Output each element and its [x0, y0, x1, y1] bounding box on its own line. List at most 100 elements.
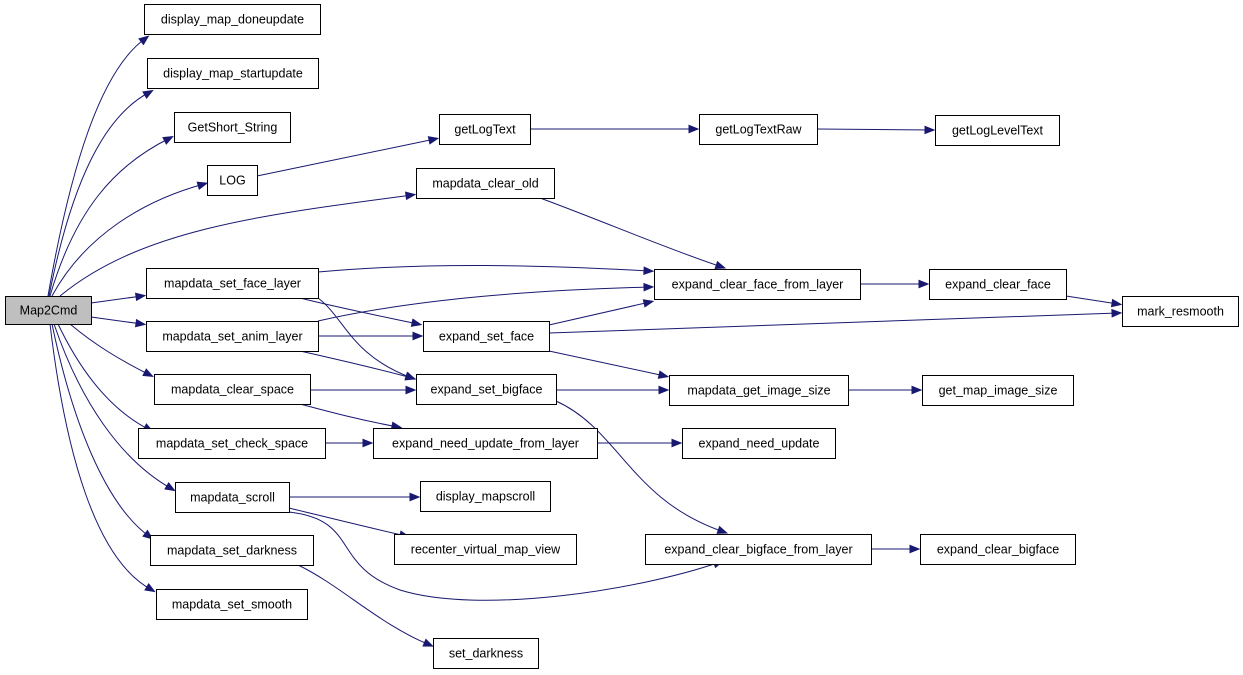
node-expand-need-update-from-layer[interactable]: expand_need_update_from_layer: [373, 428, 598, 459]
node-map2cmd[interactable]: Map2Cmd: [5, 296, 92, 325]
edge-map2cmd-to-dmd: [47, 35, 150, 297]
edge-mco-to-ecffl: [539, 197, 727, 270]
node-mark-resmooth[interactable]: mark_resmooth: [1122, 296, 1239, 327]
node-box[interactable]: [645, 534, 872, 565]
edge-line: [317, 264, 651, 273]
edge-map2cmd-to-msd: [51, 323, 154, 540]
edge-ecbfl-to-ecbf: [871, 544, 921, 554]
node-getshort-string[interactable]: GetShort_String: [174, 112, 291, 143]
node-box[interactable]: [150, 535, 314, 566]
edge-arrowhead: [134, 292, 147, 302]
edge-line: [299, 350, 413, 379]
node-display-map-doneupdate[interactable]: display_map_doneupdate: [144, 4, 321, 35]
node-mapdata-set-check-space[interactable]: mapdata_set_check_space: [138, 428, 326, 459]
node-box[interactable]: [147, 58, 319, 89]
edge-line: [51, 183, 205, 297]
node-expand-set-bigface[interactable]: expand_set_bigface: [416, 374, 557, 405]
node-box[interactable]: [156, 589, 308, 620]
edge-log-to-glt: [256, 136, 440, 177]
node-expand-clear-bigface-from-layer[interactable]: expand_clear_bigface_from_layer: [645, 534, 872, 565]
node-box[interactable]: [420, 481, 551, 512]
node-box[interactable]: [654, 269, 861, 300]
node-box[interactable]: [207, 165, 258, 196]
node-label: mapdata_set_check_space: [156, 437, 308, 451]
edge-arrowhead: [911, 385, 923, 395]
edge-msc-to-rvmv: [288, 507, 411, 539]
edge-line: [256, 138, 436, 177]
node-box[interactable]: [433, 638, 539, 669]
node-getlogleveltext[interactable]: getLogLevelText: [935, 115, 1060, 146]
node-box[interactable]: [1122, 296, 1239, 327]
node-label: recenter_virtual_map_view: [411, 543, 561, 557]
node-set-darkness[interactable]: set_darkness: [433, 638, 539, 669]
node-box[interactable]: [175, 482, 290, 513]
node-expand-clear-bigface[interactable]: expand_clear_bigface: [920, 534, 1076, 565]
edge-line: [49, 137, 171, 297]
node-mapdata-set-darkness[interactable]: mapdata_set_darkness: [150, 535, 314, 566]
node-getlogtextraw[interactable]: getLogTextRaw: [699, 114, 818, 145]
node-expand-set-face[interactable]: expand_set_face: [423, 321, 550, 352]
node-box[interactable]: [138, 428, 326, 459]
edge-arrowhead: [643, 282, 655, 292]
node-box[interactable]: [174, 112, 291, 143]
edge-arrowhead: [409, 492, 421, 502]
node-box[interactable]: [144, 4, 321, 35]
node-expand-need-update[interactable]: expand_need_update: [682, 428, 836, 459]
edge-msfl-to-esbf: [317, 297, 417, 380]
edge-arrowhead: [196, 181, 209, 190]
node-mapdata-set-face-layer[interactable]: mapdata_set_face_layer: [146, 268, 319, 299]
edge-arrowhead: [405, 385, 417, 395]
node-label: Map2Cmd: [20, 304, 78, 318]
node-box[interactable]: [699, 114, 818, 145]
node-box[interactable]: [935, 115, 1060, 146]
edge-arrowhead: [714, 260, 727, 270]
node-label: get_map_image_size: [939, 384, 1058, 398]
node-mapdata-get-image-size[interactable]: mapdata_get_image_size: [669, 375, 849, 406]
edge-ecffl-to-ecf: [860, 279, 930, 289]
node-box[interactable]: [669, 375, 849, 406]
edge-arrowhead: [142, 368, 154, 377]
node-label: mapdata_set_face_layer: [164, 277, 301, 291]
node-box[interactable]: [929, 269, 1067, 300]
node-label: mapdata_set_anim_layer: [162, 330, 302, 344]
node-box[interactable]: [416, 374, 557, 405]
node-mapdata-clear-old[interactable]: mapdata_clear_old: [416, 168, 555, 199]
node-mapdata-scroll[interactable]: mapdata_scroll: [175, 482, 290, 513]
node-recenter-virtual-map-view[interactable]: recenter_virtual_map_view: [394, 534, 577, 565]
node-label: display_mapscroll: [436, 490, 535, 504]
edge-arrowhead: [427, 136, 440, 145]
edge-msc-to-dmsc: [289, 492, 421, 502]
node-box[interactable]: [439, 114, 531, 145]
node-box[interactable]: [922, 375, 1074, 406]
edge-map2cmd-to-mss: [49, 323, 156, 593]
node-box[interactable]: [373, 428, 598, 459]
node-box[interactable]: [5, 296, 92, 325]
edge-line: [548, 301, 651, 326]
node-box[interactable]: [154, 374, 311, 405]
edge-msal-to-esf: [318, 331, 424, 341]
edge-arrowhead: [1110, 298, 1123, 308]
node-box[interactable]: [920, 534, 1076, 565]
node-mapdata-set-anim-layer[interactable]: mapdata_set_anim_layer: [146, 321, 319, 352]
node-display-mapscroll[interactable]: display_mapscroll: [420, 481, 551, 512]
node-box[interactable]: [682, 428, 836, 459]
node-get-map-image-size[interactable]: get_map_image_size: [922, 375, 1074, 406]
node-log[interactable]: LOG: [207, 165, 258, 196]
node-expand-clear-face[interactable]: expand_clear_face: [929, 269, 1067, 300]
node-mapdata-clear-space[interactable]: mapdata_clear_space: [154, 374, 311, 405]
node-box[interactable]: [416, 168, 555, 199]
edge-mgis-to-gmis: [848, 385, 923, 395]
node-box[interactable]: [394, 534, 577, 565]
node-display-map-startupdate[interactable]: display_map_startupdate: [147, 58, 319, 89]
node-box[interactable]: [146, 321, 319, 352]
node-expand-clear-face-from-layer[interactable]: expand_clear_face_from_layer: [654, 269, 861, 300]
edge-arrowhead: [1111, 308, 1123, 318]
edge-line: [317, 286, 651, 322]
node-box[interactable]: [423, 321, 550, 352]
edge-map2cmd-to-log: [51, 181, 209, 297]
edge-line: [288, 511, 721, 601]
node-box[interactable]: [146, 268, 319, 299]
node-mapdata-set-smooth[interactable]: mapdata_set_smooth: [156, 589, 308, 620]
edge-arrowhead: [362, 438, 374, 448]
node-getlogtext[interactable]: getLogText: [439, 114, 531, 145]
